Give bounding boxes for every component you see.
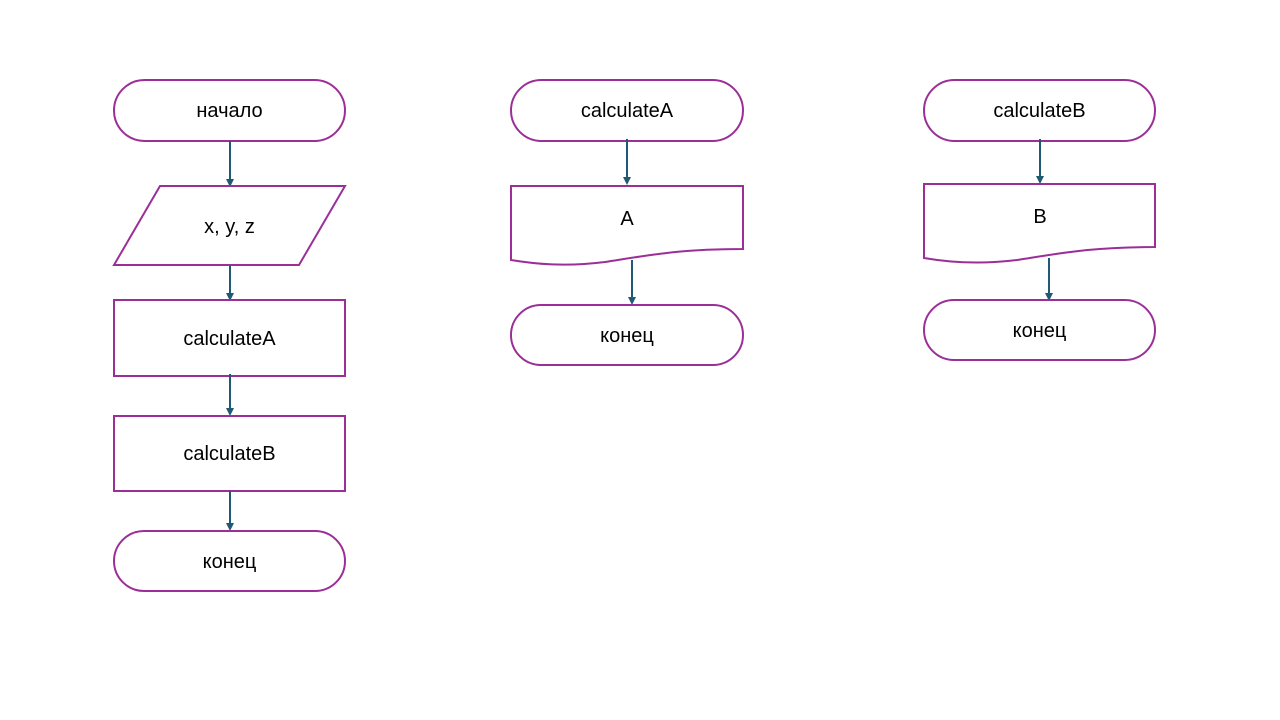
output-B-document — [923, 183, 1156, 264]
calculateB-flowchart: calculateB B конец — [923, 79, 1156, 361]
calculateA-end-label: конец — [600, 325, 654, 347]
start-label: начало — [196, 100, 262, 122]
calculateA-start-label: calculateA — [581, 100, 674, 122]
calculateB-end-label: конец — [1013, 320, 1067, 342]
end-terminator — [113, 530, 346, 592]
calculateB-start-label: calculateB — [993, 100, 1085, 122]
calculateB-process — [113, 415, 346, 492]
output-A-label: A — [620, 208, 634, 230]
calculateA-end-terminator — [510, 304, 744, 366]
output-B-label: B — [1033, 206, 1046, 228]
calculateB-end-terminator — [923, 299, 1156, 361]
input-parallelogram — [112, 185, 347, 266]
end-label: конец — [203, 551, 257, 573]
calculateA-flowchart: calculateA A конец — [510, 79, 744, 366]
calculateA-label: calculateA — [183, 328, 276, 350]
main-flowchart: начало x, y, z calculateA calculateB кон… — [112, 79, 347, 592]
calculateB-label: calculateB — [183, 443, 275, 465]
calculateA-process — [113, 299, 346, 377]
output-A-document — [510, 185, 744, 266]
input-label: x, y, z — [204, 216, 255, 238]
